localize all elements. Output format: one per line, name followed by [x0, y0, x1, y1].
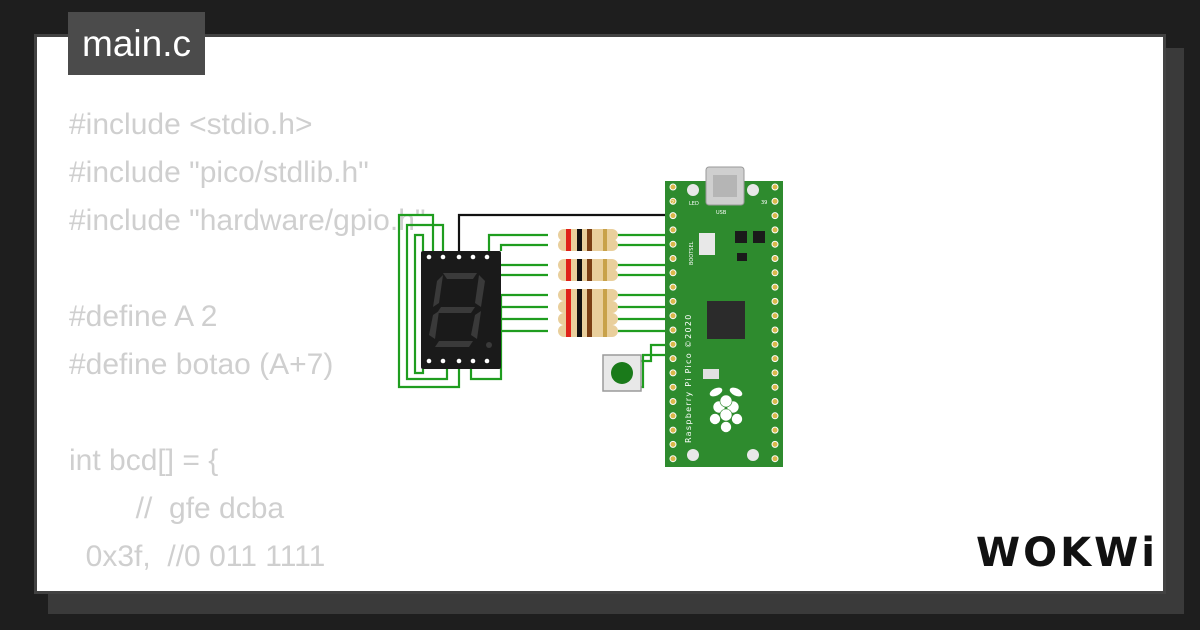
preview-card: #include <stdio.h> #include "pico/stdlib.… — [34, 34, 1166, 594]
ground-wire — [457, 213, 671, 251]
pico-pin — [669, 297, 677, 305]
digit-segments — [429, 273, 492, 348]
seven-segment-display[interactable] — [421, 251, 501, 369]
code-line: 0x3f, //0 011 1111 — [69, 540, 326, 573]
pico-pin-rows — [669, 183, 779, 463]
pico-pin — [771, 240, 779, 248]
pico-pin — [771, 326, 779, 334]
resistor-group-top[interactable] — [558, 229, 618, 281]
pico-pin — [771, 255, 779, 262]
circuit-diagram[interactable]: LED USB 2 39 BOOTSEL Raspberry Pi Pico ©… — [37, 37, 1163, 591]
code-line: #define A 2 — [69, 300, 218, 333]
pico-pin — [771, 297, 779, 305]
pico-pin — [771, 183, 779, 191]
led-label: LED — [689, 201, 699, 207]
code-line: 0x06, //1 000 0110 — [69, 581, 426, 591]
pico-pin — [771, 369, 779, 377]
code-line: #define botao (A+7) — [69, 348, 334, 381]
raspberry-logo-icon — [709, 387, 743, 433]
pico-pin — [669, 369, 677, 377]
pico-pin — [771, 312, 779, 320]
pico-pin — [669, 440, 677, 448]
pico-pin — [669, 240, 677, 248]
pico-pin — [669, 412, 677, 420]
pico-pin — [669, 312, 677, 320]
pico-pin — [669, 355, 677, 363]
usb-port — [713, 175, 737, 197]
rp2040-chip — [707, 301, 745, 339]
pico-pin — [771, 197, 779, 205]
wires — [397, 213, 671, 389]
code-line: // gfe dcba — [69, 492, 285, 525]
bootsel-label: BOOTSEL — [689, 241, 695, 265]
pico-pin — [669, 269, 677, 277]
file-tab[interactable]: main.c — [68, 12, 205, 75]
usb-label: USB — [716, 210, 727, 216]
pico-pin — [771, 455, 779, 463]
pico-pin — [771, 226, 779, 234]
pico-pin — [669, 255, 677, 262]
pico-pin — [771, 212, 779, 220]
pico-pin — [669, 212, 677, 220]
board-name-label: Raspberry Pi Pico ©2020 — [684, 313, 693, 443]
pico-pin — [771, 412, 779, 420]
pin-label-39: 39 — [761, 200, 767, 206]
pico-pin — [669, 326, 677, 334]
resistor-group-bottom[interactable] — [558, 289, 618, 337]
code-editor: #include <stdio.h> #include "pico/stdlib.… — [69, 101, 426, 591]
pico-pin — [771, 269, 779, 277]
pico-pin — [771, 355, 779, 363]
pico-pin — [669, 455, 677, 463]
code-line: #include "hardware/gpio.h" — [69, 204, 426, 237]
code-line: #include <stdio.h> — [69, 108, 313, 141]
push-button[interactable] — [602, 354, 642, 392]
bootsel-button[interactable] — [699, 233, 715, 255]
pico-pin — [669, 340, 677, 348]
pico-pin — [771, 340, 779, 348]
pico-pin — [771, 426, 779, 434]
pico-pin — [669, 226, 677, 234]
code-line: #include "pico/stdlib.h" — [69, 156, 369, 189]
pico-board[interactable]: LED USB 2 39 BOOTSEL Raspberry Pi Pico ©… — [665, 166, 783, 467]
pico-pin — [669, 426, 677, 434]
pico-pin — [669, 383, 677, 391]
pin-label-2: 2 — [671, 200, 674, 206]
pico-pin — [771, 398, 779, 405]
wokwi-logo: WOKWi — [976, 530, 1158, 576]
pico-pin — [669, 183, 677, 191]
pico-pin — [771, 283, 779, 291]
pico-pin — [771, 440, 779, 448]
code-line: int bcd[] = { — [69, 444, 219, 477]
pico-pin — [771, 383, 779, 391]
pico-pin — [669, 283, 677, 291]
pico-pin — [669, 398, 677, 405]
pico-pin — [669, 197, 677, 205]
